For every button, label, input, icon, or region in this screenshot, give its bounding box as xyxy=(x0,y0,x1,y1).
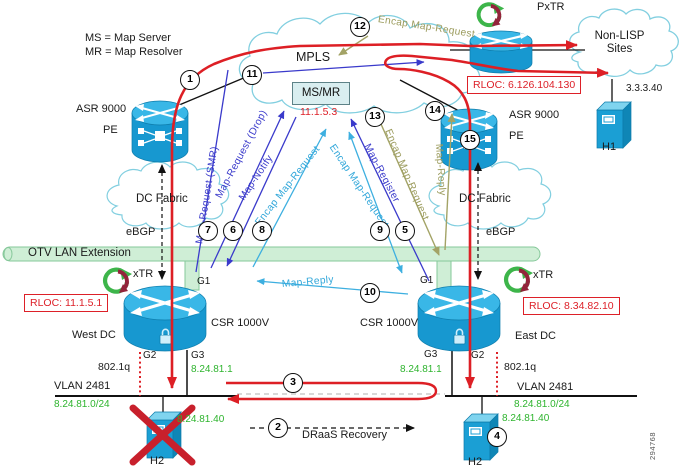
step-circle-4: 4 xyxy=(487,427,507,447)
router-asr-west xyxy=(131,100,189,163)
xtr-east-label: xTR xyxy=(533,269,554,281)
step-circle-12: 12 xyxy=(350,17,370,37)
h2-east-label: H2 xyxy=(468,456,483,468)
xtr-west-icon xyxy=(105,268,132,293)
xtr-east-icon xyxy=(506,267,533,292)
step-circle-15: 15 xyxy=(460,130,480,150)
g1-east-label: G1 xyxy=(420,275,434,286)
dc-fabric-west-label: DC Fabric xyxy=(136,193,188,205)
step-circle-10: 10 xyxy=(360,283,380,303)
ebgp-west-label: eBGP xyxy=(126,226,156,238)
step-circle-5: 5 xyxy=(395,221,415,241)
router-csr-west xyxy=(122,284,208,353)
asr-west-name: ASR 9000 xyxy=(76,103,127,115)
svi-east-label: 8.24.81.1 xyxy=(400,364,442,375)
dot1q-east-label: 802.1q xyxy=(504,361,537,373)
rloc-east-box: RLOC: 8.34.82.10 xyxy=(523,297,620,315)
svi-west-label: 8.24.81.1 xyxy=(191,364,233,375)
mpls-label: MPLS xyxy=(296,50,331,64)
legend-map-server: MS = Map Server xyxy=(85,32,171,44)
draas-recovery-label: DRaaS Recovery xyxy=(302,429,387,441)
flow-new-path-east xyxy=(383,54,609,389)
west-dc-label: West DC xyxy=(72,329,116,341)
dc-fabric-east-label: DC Fabric xyxy=(459,193,511,205)
h1-ip-label: 3.3.3.40 xyxy=(626,83,663,94)
host-ip-east-label: 8.24.81.40 xyxy=(502,413,550,424)
non-lisp-line1: Non-LISP xyxy=(594,30,645,42)
dot1q-west-label: 802.1q xyxy=(98,361,131,373)
ebgp-east-label: eBGP xyxy=(486,226,516,238)
otv-lan-extension-label: OTV LAN Extension xyxy=(28,247,131,259)
step-circle-7: 7 xyxy=(198,221,218,241)
h2-west-label: H2 xyxy=(150,455,165,467)
step-circle-1: 1 xyxy=(180,70,200,90)
flow-old-path-west xyxy=(167,40,578,389)
figure-number: 294768 xyxy=(648,431,657,460)
g3-west-label: G3 xyxy=(191,350,205,361)
non-lisp-line2: Sites xyxy=(606,43,633,56)
host-ip-west-label: 8.24.81.40 xyxy=(177,414,225,425)
legend-map-resolver: MR = Map Resolver xyxy=(85,46,183,58)
g3-east-label: G3 xyxy=(424,349,438,360)
rloc-pxtr-box: RLOC: 6.126.104.130 xyxy=(467,76,582,94)
failed-host-x-icon xyxy=(129,404,196,466)
vlan-east-label: VLAN 2481 xyxy=(517,381,574,393)
step-circle-14: 14 xyxy=(425,101,445,121)
router-csr-east xyxy=(416,284,502,353)
flow-lan-loop xyxy=(226,381,438,404)
traffic-flows xyxy=(167,40,609,404)
asr-west-role: PE xyxy=(103,124,118,136)
h1-label: H1 xyxy=(602,141,617,153)
east-dc-label: East DC xyxy=(515,330,556,342)
subnet-east-label: 8.24.81.0/24 xyxy=(514,399,570,410)
xtr-west-label: xTR xyxy=(133,268,154,280)
step-circle-8: 8 xyxy=(252,221,272,241)
csr-west-label: CSR 1000V xyxy=(211,317,270,329)
asr-east-name: ASR 9000 xyxy=(509,109,560,121)
g2-west-label: G2 xyxy=(143,350,157,361)
msmr-ip: 11.1.5.3 xyxy=(300,106,338,118)
asr-east-role: PE xyxy=(509,130,524,142)
step-circle-11: 11 xyxy=(242,65,262,85)
step-circle-9: 9 xyxy=(370,221,390,241)
g1-west-label: G1 xyxy=(197,276,211,287)
subnet-west-label: 8.24.81.0/24 xyxy=(54,399,110,410)
msmr-box: MS/MR xyxy=(292,82,350,105)
step-circle-2: 2 xyxy=(268,418,288,438)
non-lisp-sites-label: Non-LISP Sites xyxy=(572,30,667,56)
step-circle-13: 13 xyxy=(365,107,385,127)
step-circle-6: 6 xyxy=(223,221,243,241)
router-pxtr xyxy=(468,29,534,75)
step-circle-3: 3 xyxy=(283,373,303,393)
csr-east-label: CSR 1000V xyxy=(360,317,419,329)
pxtr-label: PxTR xyxy=(537,1,565,13)
rloc-west-box: RLOC: 11.1.5.1 xyxy=(24,294,109,312)
pxtr-icon xyxy=(476,0,507,29)
vlan-west-label: VLAN 2481 xyxy=(54,380,111,392)
g2-east-label: G2 xyxy=(471,350,485,361)
otv-bar-endcap xyxy=(3,247,13,261)
